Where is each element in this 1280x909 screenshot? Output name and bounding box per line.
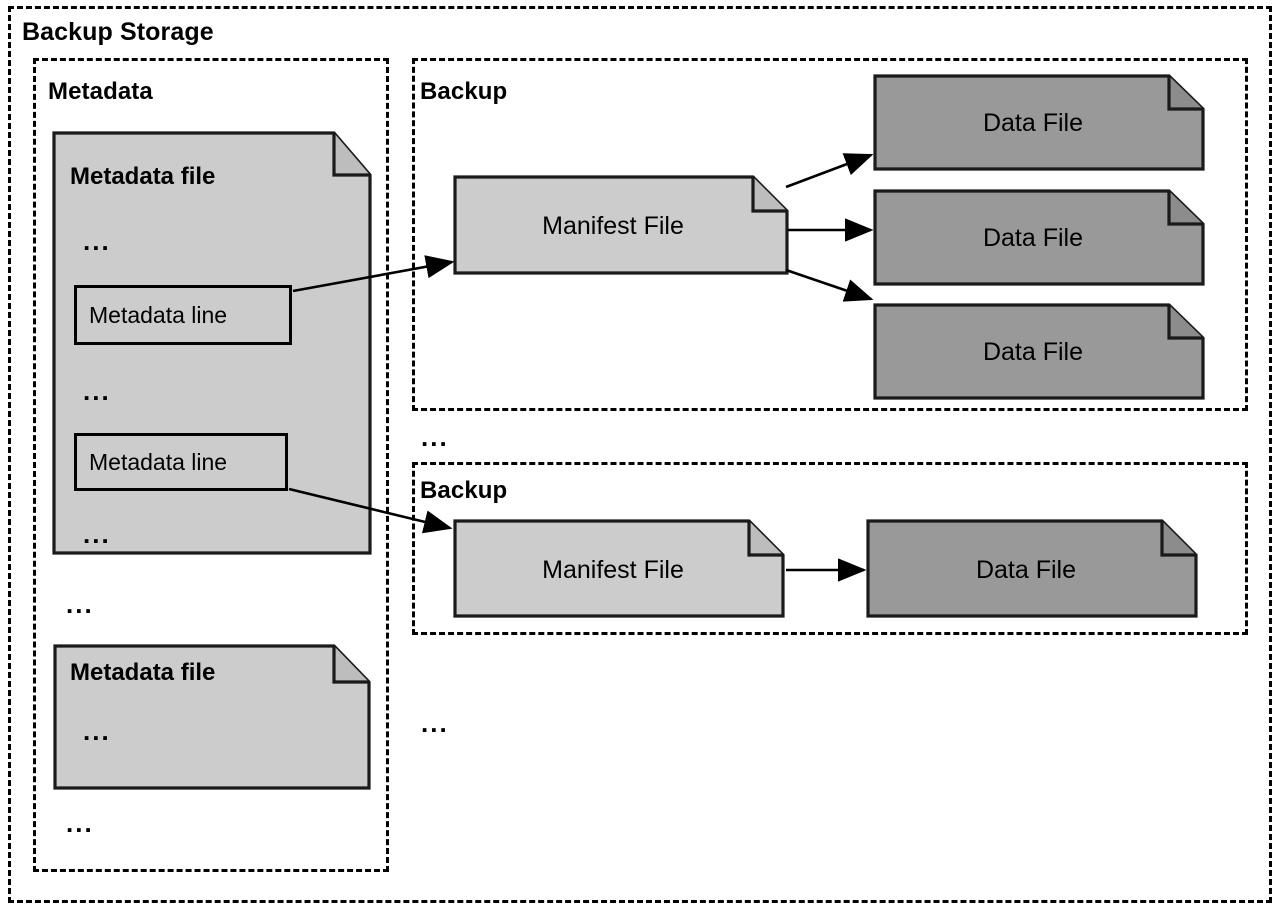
metadata-panel-title: Metadata bbox=[48, 78, 153, 105]
manifest-file-2[interactable] bbox=[453, 519, 785, 618]
backups-ellipsis-between: ... bbox=[421, 422, 449, 452]
metadata-line-1-label: Metadata line bbox=[89, 301, 228, 328]
metadata-line-2[interactable]: Metadata line bbox=[74, 433, 288, 491]
metadata-files-ellipsis-between: ... bbox=[66, 589, 94, 619]
backup-container-1 bbox=[412, 58, 1248, 411]
backup-container-2-title: Backup bbox=[420, 477, 508, 504]
data-file-1-3-shape bbox=[873, 303, 1205, 400]
metadata-panel-ellipsis-trailing: ... bbox=[66, 808, 94, 838]
metadata-file-2[interactable] bbox=[53, 644, 371, 790]
metadata-file-1-ellipsis-top: ... bbox=[83, 226, 111, 256]
backup-storage-container bbox=[8, 6, 1272, 903]
metadata-file-2-ellipsis: ... bbox=[83, 716, 111, 746]
backup-container-1-title: Backup bbox=[420, 78, 508, 105]
backup-container-2 bbox=[412, 462, 1248, 635]
backups-ellipsis-trailing: ... bbox=[421, 708, 449, 738]
data-file-1-1-shape bbox=[873, 74, 1205, 171]
data-file-1-2[interactable] bbox=[873, 189, 1205, 286]
manifest-file-1-shape bbox=[453, 175, 789, 275]
metadata-file-2-shape bbox=[53, 644, 371, 790]
manifest-file-1[interactable] bbox=[453, 175, 789, 275]
manifest-file-2-shape bbox=[453, 519, 785, 618]
data-file-1-2-shape bbox=[873, 189, 1205, 286]
metadata-file-1-ellipsis-bottom: ... bbox=[83, 519, 111, 549]
metadata-panel bbox=[33, 58, 389, 872]
data-file-2-1[interactable] bbox=[866, 519, 1198, 618]
data-file-2-1-shape bbox=[866, 519, 1198, 618]
data-file-1-1[interactable] bbox=[873, 74, 1205, 171]
backup-storage-title: Backup Storage bbox=[22, 18, 214, 46]
data-file-1-3[interactable] bbox=[873, 303, 1205, 400]
metadata-file-1-ellipsis-mid: ... bbox=[83, 376, 111, 406]
metadata-line-2-label: Metadata line bbox=[89, 448, 228, 475]
metadata-line-1[interactable]: Metadata line bbox=[74, 285, 292, 345]
